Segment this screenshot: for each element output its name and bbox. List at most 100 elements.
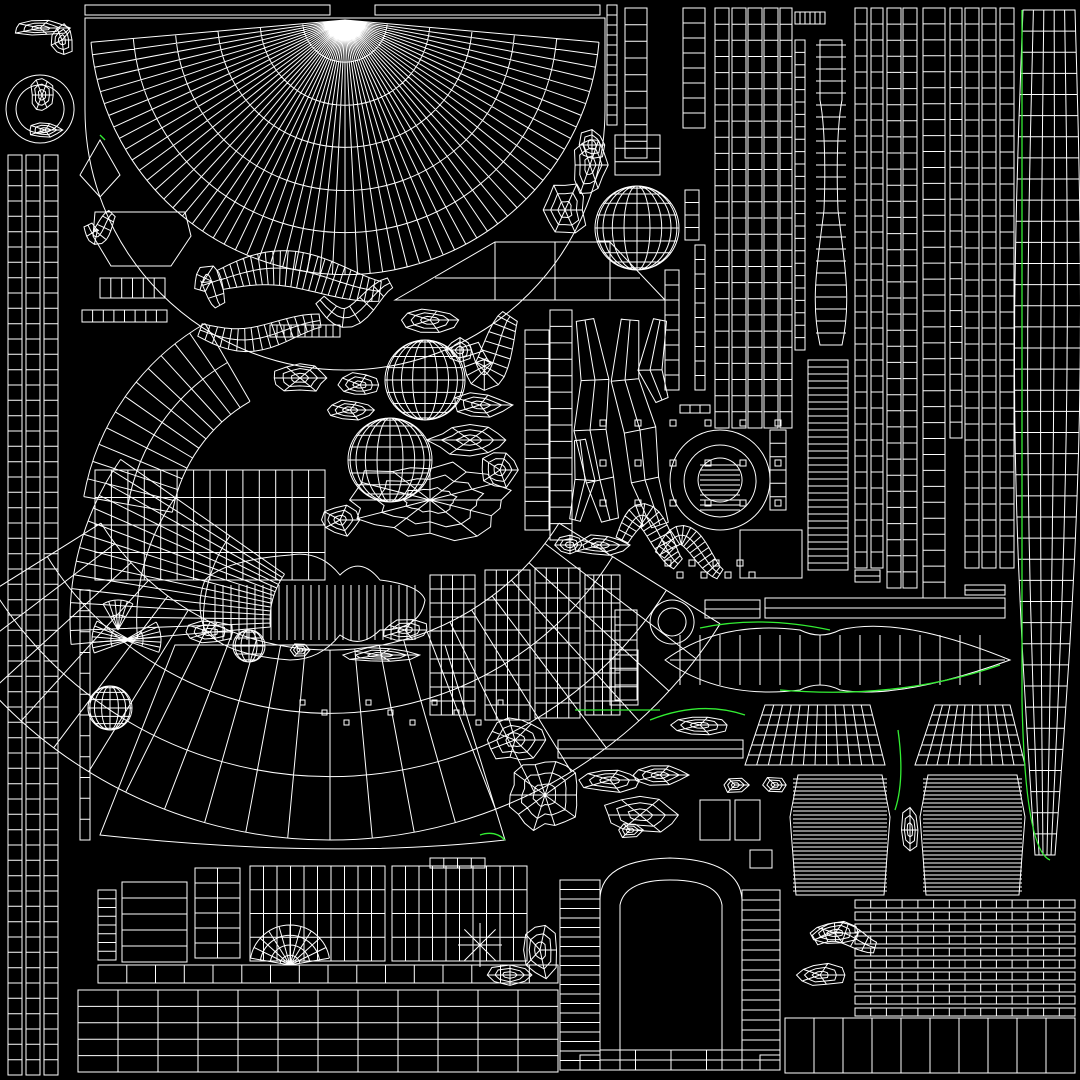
- organic-island: [195, 266, 225, 308]
- rectangular-grid: [615, 135, 660, 175]
- organic-island: [316, 278, 393, 327]
- organic-island: [290, 644, 310, 656]
- vertical-strip: [695, 245, 705, 390]
- small-uv-square: [635, 420, 641, 426]
- organic-island: [902, 808, 918, 851]
- organic-island: [487, 965, 532, 985]
- vertical-strip: [8, 155, 22, 1075]
- vertical-strip: [80, 590, 90, 840]
- small-uv-square: [705, 500, 711, 506]
- small-uv-square: [600, 420, 606, 426]
- vertical-strip: [550, 310, 572, 540]
- small-uv-square: [775, 460, 781, 466]
- radial-fan: [458, 923, 502, 967]
- radial-fan: [70, 459, 285, 644]
- vertical-strip: [625, 8, 647, 158]
- small-uv-square: [344, 720, 349, 725]
- organic-island: [524, 925, 557, 978]
- organic-island: [724, 778, 749, 792]
- rectangular-grid: [82, 310, 167, 322]
- sphere-unwrap: [385, 340, 465, 420]
- vertical-strip: [855, 1008, 1075, 1016]
- vertical-strip: [685, 190, 699, 240]
- vertical-strip: [764, 8, 778, 428]
- organic-island: [328, 400, 375, 420]
- small-uv-square: [600, 500, 606, 506]
- vertical-strip: [748, 8, 762, 428]
- small-uv-square: [689, 560, 695, 566]
- organic-island: [763, 778, 787, 792]
- vertical-strip: [44, 155, 58, 1075]
- small-uv-square: [322, 710, 327, 715]
- small-uv-square: [454, 710, 459, 715]
- vertical-strip: [855, 936, 1075, 944]
- organic-island: [650, 600, 694, 644]
- small-uv-square: [749, 572, 755, 578]
- organic-island: [810, 921, 858, 943]
- rectangular-grid: [430, 575, 475, 715]
- vertical-strip: [1000, 8, 1014, 568]
- organic-island: [384, 620, 427, 641]
- vertical-strip: [780, 8, 792, 428]
- vertical-strip: [855, 984, 1075, 992]
- rectangular-grid: [765, 598, 1005, 618]
- small-uv-square: [705, 460, 711, 466]
- small-uv-square: [476, 720, 481, 725]
- sphere-unwrap: [233, 630, 265, 662]
- organic-island: [579, 770, 640, 792]
- small-uv-square: [366, 700, 371, 705]
- organic-island: [322, 505, 360, 536]
- rectangular-grid: [392, 866, 527, 961]
- organic-island: [31, 79, 53, 111]
- vertical-strip: [855, 8, 867, 568]
- rectangular-grid: [705, 600, 760, 618]
- vertical-strip: [855, 960, 1075, 968]
- organic-island: [350, 462, 512, 540]
- organic-island: [638, 319, 668, 403]
- small-uv-square: [600, 460, 606, 466]
- rectangular-grid: [580, 1055, 600, 1070]
- small-uv-square: [775, 420, 781, 426]
- rectangular-grid: [790, 775, 890, 895]
- small-uv-square: [670, 460, 676, 466]
- rectangular-grid: [93, 212, 191, 266]
- small-uv-square: [705, 420, 711, 426]
- organic-island: [574, 319, 619, 522]
- small-uv-square: [635, 500, 641, 506]
- organic-island: [671, 717, 727, 735]
- organic-island: [15, 20, 70, 35]
- organic-island: [51, 24, 72, 55]
- rectangular-grid: [195, 868, 240, 958]
- rectangular-grid: [100, 278, 165, 298]
- vertical-strip: [855, 996, 1075, 1004]
- small-uv-square: [677, 572, 683, 578]
- organic-island: [700, 622, 1000, 692]
- organic-island: [633, 766, 689, 785]
- vertical-strip: [855, 900, 1075, 908]
- rectangular-grid: [600, 1050, 742, 1070]
- vertical-strip: [26, 155, 40, 1075]
- organic-island: [611, 319, 668, 528]
- organic-island: [455, 393, 513, 417]
- radial-fan: [91, 20, 599, 275]
- organic-island: [616, 504, 682, 569]
- organic-island: [462, 312, 518, 391]
- organic-island: [575, 140, 609, 194]
- organic-island: [797, 963, 845, 985]
- rectangular-grid: [558, 740, 743, 758]
- radial-fan: [895, 730, 901, 810]
- small-uv-square: [670, 500, 676, 506]
- organic-island: [6, 75, 74, 143]
- small-uv-square: [410, 720, 415, 725]
- radial-fan: [103, 600, 133, 630]
- radial-fan: [650, 709, 745, 720]
- small-uv-square: [740, 420, 746, 426]
- vertical-strip: [525, 330, 549, 530]
- sphere-unwrap: [348, 418, 432, 502]
- rectangular-grid: [855, 570, 880, 582]
- rectangular-grid: [965, 585, 1005, 595]
- organic-island: [570, 439, 595, 521]
- small-uv-square: [388, 710, 393, 715]
- rectangular-grid: [740, 530, 802, 578]
